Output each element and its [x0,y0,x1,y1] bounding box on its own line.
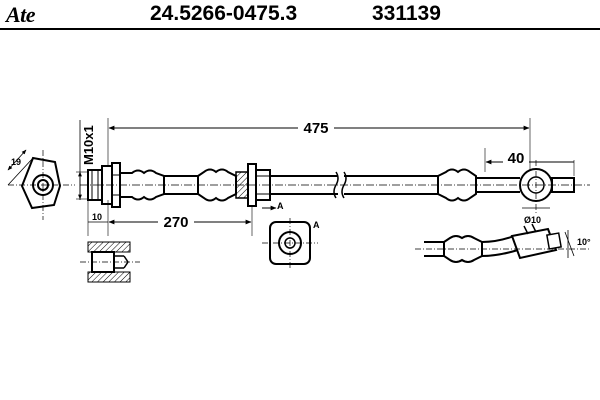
banjo-offset-label: 40 [508,150,525,167]
section-detail [80,241,140,283]
thread-dimension: M10x1 [76,120,96,200]
bracket-view-a: A [262,218,320,270]
bore-dimension: Ø10 [522,207,550,225]
hose-assembly [80,160,590,215]
reference-number: 331139 [372,2,441,25]
angle-label: 10° [577,237,591,247]
sleeve-label: 10 [92,212,102,222]
length-label: 475 [303,120,328,137]
thread-label: M10x1 [81,125,96,165]
fitting-width-label: 19 [11,157,21,167]
end-fitting-front-view: 19 [7,149,75,220]
brand-logo: Ate [6,2,36,27]
bore-label: Ø10 [524,215,541,225]
title-bar: Ate 24.5266-0475.3 331139 [0,0,600,30]
banjo-offset-dimension: 40 [484,148,575,176]
angle-detail: 10° [415,223,591,263]
bracket-offset-dimension: 10 270 A [87,200,284,236]
section-marker-a: A [277,201,284,211]
part-number: 24.5266-0475.3 [150,2,298,25]
length-dimension: 475 [107,118,531,170]
bracket-offset-label: 270 [163,214,188,231]
view-a-label: A [313,220,320,230]
